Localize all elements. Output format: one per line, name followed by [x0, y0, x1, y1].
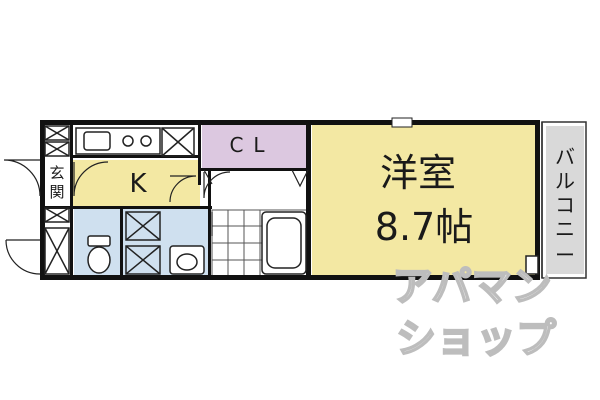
western-room-name: 洋室 — [380, 151, 456, 195]
watermark-line-2: ショップ — [396, 316, 556, 362]
window-mark — [391, 117, 413, 128]
toilet-fixture — [87, 235, 111, 274]
washbasin — [169, 245, 205, 275]
closet-floor — [202, 124, 308, 170]
western-room-floor — [312, 122, 538, 277]
closet-label: CL — [229, 133, 274, 157]
closet-door-marks — [203, 169, 309, 188]
watermark: アパマン ショップ — [391, 263, 557, 363]
entrance-label-2: 関 — [49, 183, 64, 201]
balcony-char-4: ニ — [555, 217, 575, 241]
kitchen-floor — [72, 160, 200, 208]
western-room-size: 8.7帖 — [375, 205, 473, 249]
balcony-label: バ ル コ ニ ー — [555, 145, 575, 267]
storage-cabinets — [44, 125, 195, 275]
entrance-floor — [44, 160, 70, 206]
bathtub — [261, 211, 307, 275]
balcony-char-5: ー — [555, 243, 575, 267]
balcony-floor — [546, 126, 584, 274]
entrance-label-1: 玄 — [49, 164, 64, 182]
balcony-char-3: コ — [555, 193, 575, 217]
balcony-frame — [541, 121, 587, 279]
watermark-line-1: アパマン — [392, 264, 551, 310]
outdoor-unit — [525, 255, 539, 275]
door-swings — [3, 159, 231, 275]
balcony-char-2: ル — [555, 169, 575, 193]
kitchen-counter — [75, 127, 161, 155]
kitchen-label: K — [129, 169, 147, 199]
balcony-char-1: バ — [555, 145, 575, 169]
outer-walls — [40, 120, 540, 280]
